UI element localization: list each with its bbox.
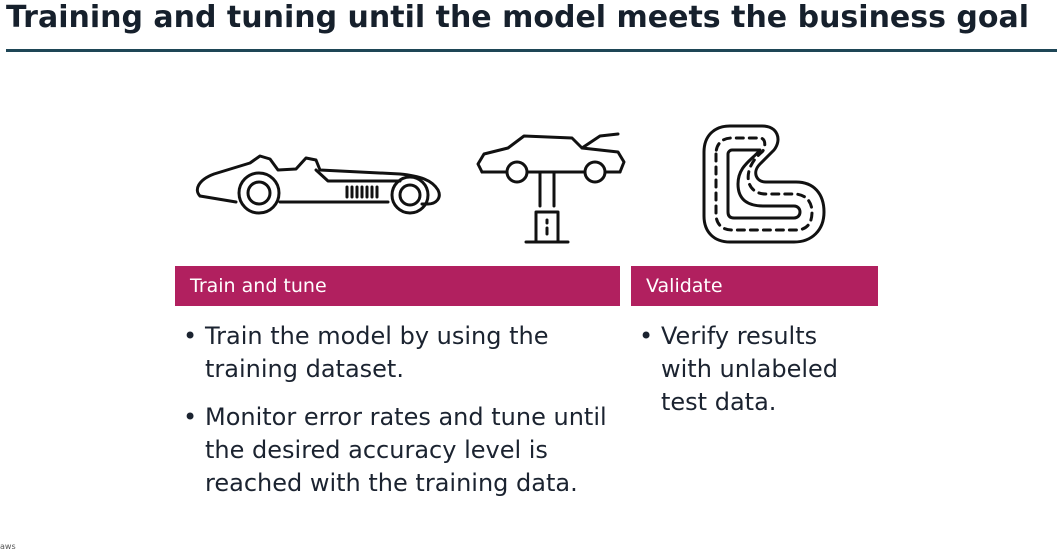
car-lift-icon	[474, 128, 630, 248]
list-item: Train the model by using the training da…	[179, 320, 609, 386]
title-divider	[6, 49, 1057, 52]
slide-title: Training and tuning until the model meet…	[6, 0, 1030, 35]
section-header-train-and-tune: Train and tune	[175, 266, 620, 306]
train-and-tune-list: Train the model by using the training da…	[179, 320, 609, 515]
race-track-icon	[700, 122, 828, 248]
list-item: Monitor error rates and tune until the d…	[179, 401, 609, 500]
list-item: Verify results with unlabeled test data.	[635, 320, 855, 419]
footer-logo-text: aws	[0, 542, 16, 551]
race-car-icon	[192, 150, 446, 216]
section-header-validate: Validate	[631, 266, 878, 306]
validate-list: Verify results with unlabeled test data.	[635, 320, 855, 434]
